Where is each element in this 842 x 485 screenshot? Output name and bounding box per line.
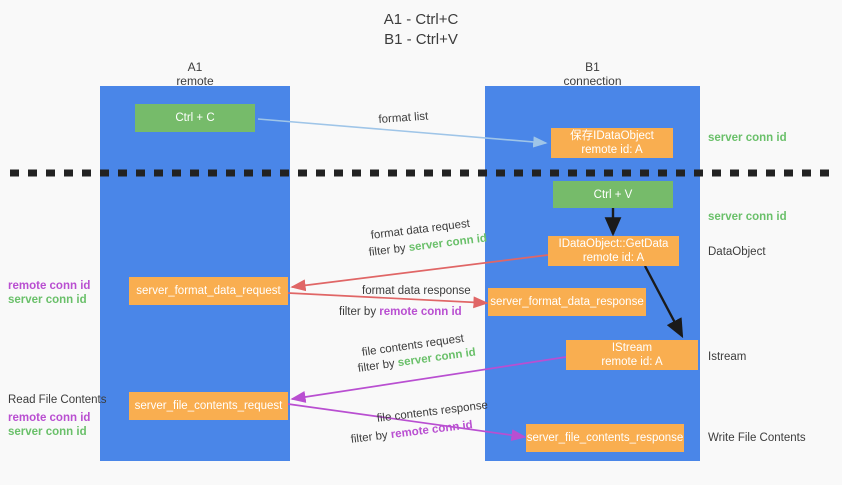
node-ctrl-v[interactable]: Ctrl + V (553, 181, 673, 208)
left-label-read-file-contents: Read File Contents (8, 394, 107, 406)
column-header-b1-name: B1 (585, 60, 600, 74)
left-label-remote-conn-1: remote conn id (8, 280, 91, 292)
node-server-file-contents-response-label: server_file_contents_response (526, 432, 684, 444)
node-idataobject-getdata[interactable]: IDataObject::GetData remote id: A (548, 236, 679, 266)
right-label-server-conn-second: server conn id (708, 211, 787, 223)
node-server-file-contents-response[interactable]: server_file_contents_response (526, 424, 684, 452)
node-idataobject-getdata-line2: remote id: A (582, 252, 645, 264)
page-title: A1 - Ctrl+C B1 - Ctrl+V (0, 10, 842, 50)
node-server-format-data-request[interactable]: server_format_data_request (129, 277, 288, 305)
right-label-server-conn-top: server conn id (708, 132, 787, 144)
filter-by-text-3: filter by (357, 357, 396, 375)
mid-label-filter-by-remote-conn-response: filter by remote conn id (339, 305, 462, 319)
column-header-b1-sub: connection (563, 74, 622, 88)
node-ctrl-c-label: Ctrl + C (175, 112, 215, 124)
filter-by-text-4: filter by (350, 429, 389, 446)
filter-by-text: filter by (368, 242, 407, 259)
right-label-write-file-contents: Write File Contents (708, 432, 806, 444)
filter-remote-conn-id: remote conn id (379, 306, 462, 318)
left-label-remote-conn-2: remote conn id (8, 412, 91, 424)
node-istream-line2: remote id: A (601, 356, 663, 368)
node-ctrl-v-label: Ctrl + V (593, 188, 633, 201)
node-server-format-data-response[interactable]: server_format_data_response (488, 288, 646, 316)
title-line-2: B1 - Ctrl+V (384, 31, 458, 48)
right-label-istream: Istream (708, 351, 747, 363)
node-server-format-data-request-label: server_format_data_request (136, 285, 281, 297)
mid-label-format-data-response: format data response (362, 285, 471, 297)
node-server-file-contents-request[interactable]: server_file_contents_request (129, 392, 288, 420)
mid-label-filter-by-remote-conn-file: filter by remote conn id (350, 418, 474, 447)
title-line-1: A1 - Ctrl+C (383, 11, 459, 28)
node-server-file-contents-request-label: server_file_contents_request (134, 400, 283, 412)
mid-label-format-list: format list (378, 110, 429, 126)
node-istream-line1: IStream (611, 342, 653, 354)
node-ctrl-c[interactable]: Ctrl + C (135, 104, 255, 132)
column-header-a1-name: A1 (187, 60, 203, 74)
column-header-b1: B1 connection (485, 60, 700, 88)
node-server-format-data-response-label: server_format_data_response (490, 296, 644, 308)
column-header-a1: A1 remote (100, 60, 290, 88)
node-istream[interactable]: IStream remote id: A (566, 340, 698, 370)
node-save-idataobject-line2: remote id: A (581, 144, 643, 156)
node-idataobject-getdata-line1: IDataObject::GetData (558, 238, 669, 250)
left-label-server-conn-1: server conn id (8, 294, 87, 306)
node-save-idataobject-line1: 保存IDataObject (570, 130, 654, 142)
column-header-a1-sub: remote (176, 74, 214, 88)
node-save-idataobject[interactable]: 保存IDataObject remote id: A (551, 128, 673, 158)
left-label-server-conn-2: server conn id (8, 426, 87, 438)
right-label-dataobject: DataObject (708, 246, 766, 258)
filter-by-text-2: filter by (339, 306, 377, 318)
